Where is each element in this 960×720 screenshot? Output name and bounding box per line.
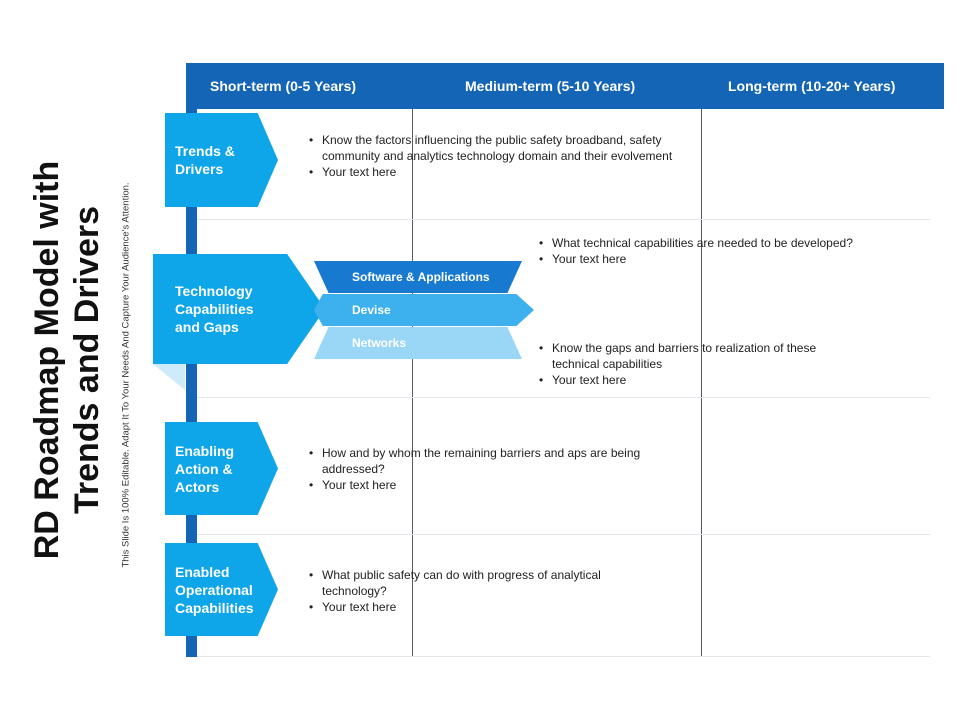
row-divider-2 — [197, 397, 930, 398]
list-item: What public safety can do with progress … — [308, 567, 648, 599]
title-area: RD Roadmap Model with Trends and Drivers — [22, 140, 112, 580]
row-divider-1 — [197, 219, 930, 220]
list-item: Your text here — [538, 251, 908, 267]
chevron-enabled-operational: Enabled Operational Capabilities — [165, 543, 278, 636]
header-long-term: Long-term (10-20+ Years) — [728, 78, 896, 94]
chevron-trends-drivers: Trends & Drivers — [165, 113, 278, 207]
chevron-fold-shadow — [153, 364, 185, 390]
sub-chevron-devise: Devise — [314, 294, 534, 326]
chevron-enabling-action: Enabling Action & Actors — [165, 422, 278, 515]
row-divider-4 — [197, 656, 930, 657]
list-item: Know the factors influencing the public … — [308, 132, 708, 164]
trends-bullets: Know the factors influencing the public … — [308, 132, 708, 180]
timeline-header: Short-term (0-5 Years) Medium-term (5-10… — [186, 63, 944, 109]
enabled-bullets: What public safety can do with progress … — [308, 567, 648, 615]
list-item: Your text here — [308, 477, 648, 493]
list-item: Know the gaps and barriers to realizatio… — [538, 340, 858, 372]
technology-bullets-bottom: Know the gaps and barriers to realizatio… — [538, 340, 858, 388]
slide-title: RD Roadmap Model with Trends and Drivers — [28, 160, 106, 560]
divider-short-medium — [412, 109, 413, 657]
timeline-bar — [186, 109, 197, 657]
sub-chevron-networks: Networks — [314, 327, 522, 359]
list-item: What technical capabilities are needed t… — [538, 235, 908, 251]
chevron-technology-capabilities: Technology Capabilities and Gaps — [153, 254, 325, 364]
row-divider-3 — [197, 534, 930, 535]
list-item: How and by whom the remaining barriers a… — [308, 445, 648, 477]
list-item: Your text here — [538, 372, 858, 388]
header-medium-term: Medium-term (5-10 Years) — [465, 78, 636, 94]
technology-bullets-top: What technical capabilities are needed t… — [538, 235, 908, 267]
enabling-bullets: How and by whom the remaining barriers a… — [308, 445, 648, 493]
sub-chevron-software: Software & Applications — [314, 261, 522, 293]
slide-subtitle: This Slide Is 100% Editable. Adapt It To… — [120, 182, 132, 568]
list-item: Your text here — [308, 599, 648, 615]
header-short-term: Short-term (0-5 Years) — [210, 78, 357, 94]
list-item: Your text here — [308, 164, 708, 180]
